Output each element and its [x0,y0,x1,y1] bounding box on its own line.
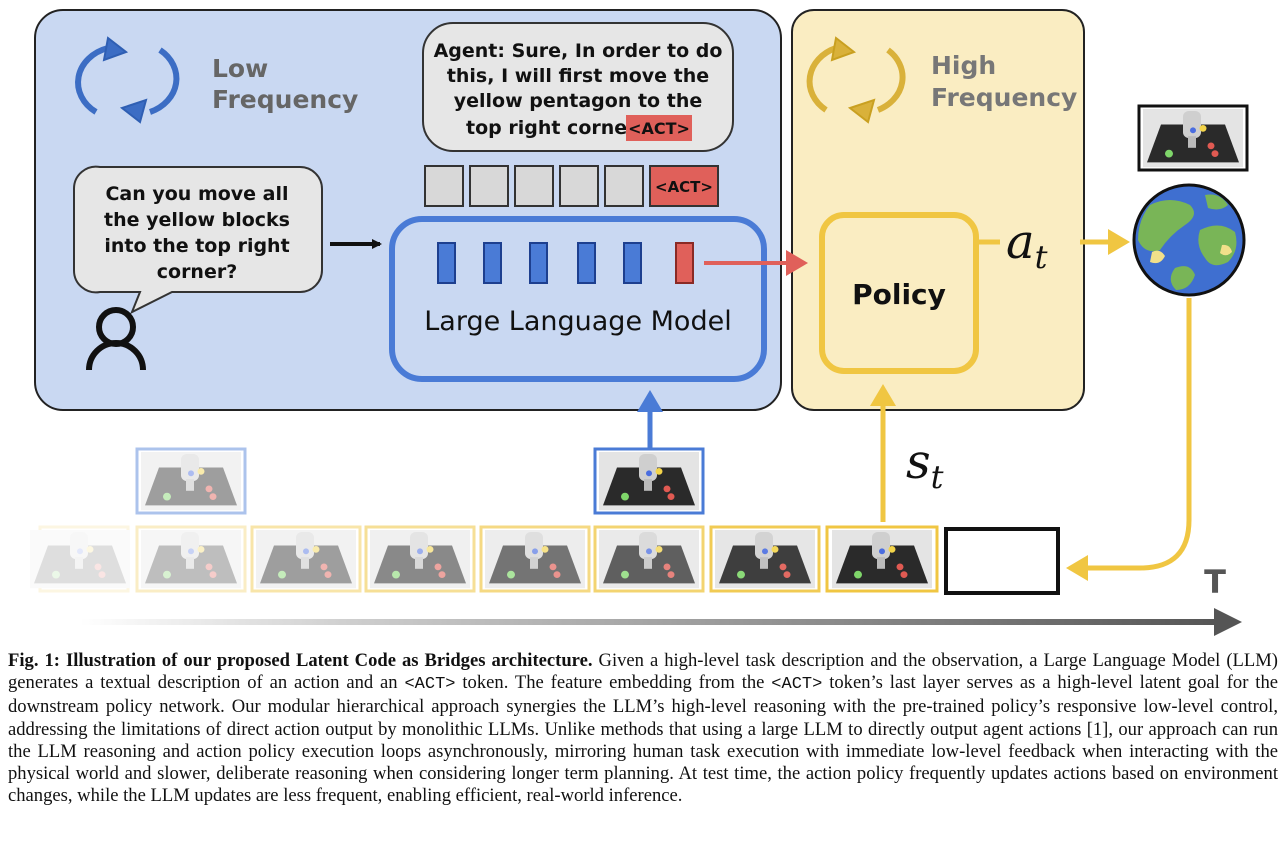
token-box [604,165,644,207]
cycle-blue-icon [75,36,180,124]
timeline-frame-current [825,525,939,593]
figure-caption: Fig. 1: Illustration of our proposed Lat… [8,650,1278,807]
agent-act-token: <ACT> [628,119,690,138]
agent-bubble-line3: yellow pentagon to the [454,90,702,112]
llm-token-bar [529,242,548,284]
user-bubble-line2: the yellow blocks [104,209,290,231]
caption-part1: Given a high-level task description and … [8,650,1278,694]
policy-box [819,212,979,374]
observation-arrow-head [637,390,663,412]
time-axis [80,619,1220,625]
environment-observation-image [1137,104,1249,172]
llm-observation-frame [593,447,705,515]
agent-act-token-highlight [626,115,692,141]
user-bubble-line1: Can you move all [105,183,288,205]
state-symbol: st [906,434,944,496]
time-axis-arrowhead [1214,608,1242,636]
token-box [559,165,599,207]
timeline-frame [30,525,130,593]
timeline-frame-next-empty [944,527,1060,595]
high-frequency-title-line1: High [931,51,996,80]
act-token-box [649,165,719,207]
caption-act-token-1: <ACT> [404,675,456,695]
llm-token-bar [483,242,502,284]
token-box [424,165,464,207]
timeline-frame [364,525,476,593]
timeline-frames [30,525,1060,595]
llm-token-bar [577,242,596,284]
llm-observation-frame-faded [135,447,247,515]
user-bubble-line4: corner? [157,261,238,283]
timeline-frame [593,525,705,593]
action-symbol: at [1006,214,1048,276]
low-frequency-title-line1: Low [212,54,268,83]
llm-token-bar [623,242,642,284]
time-axis-label: T [1204,563,1226,601]
architecture-diagram: Low Frequency High Frequency Agent: Sure… [30,9,1249,636]
llm-act-token-bar [675,242,694,284]
timeline-frame [250,525,362,593]
token-box [514,165,554,207]
feedback-arrow [1085,298,1192,571]
feedback-arrow-head [1066,555,1088,581]
caption-act-token-2: <ACT> [771,675,823,695]
llm-tokens [437,242,694,284]
caption-part3: token’s last layer serves as a high-leve… [8,672,1279,807]
high-frequency-title-line2: Frequency [931,83,1077,112]
token-row-act-label: <ACT> [655,178,713,196]
cycle-yellow-icon [806,36,906,124]
llm-box [389,216,767,382]
timeline-frame [479,525,591,593]
policy-label: Policy [852,278,946,311]
user-bubble-line3: into the top right [104,235,289,257]
llm-token-bar [437,242,456,284]
llm-label: Large Language Model [424,306,731,337]
token-row [424,165,719,207]
user-speech-bubble [72,165,323,315]
caption-lead: Fig. 1: Illustration of our proposed Lat… [8,650,593,671]
latent-arrow-head [786,250,808,276]
low-frequency-title-line2: Frequency [212,85,358,114]
timeline-frame [709,525,821,593]
caption-part2: token. The feature embedding from the [455,672,772,694]
token-box [469,165,509,207]
user-icon [86,307,146,371]
agent-bubble-line1: Agent: Sure, In order to do [434,40,723,62]
timeline-frame [135,525,247,593]
agent-bubble-line4: top right corner [466,117,637,139]
state-arrow-head [870,384,896,406]
agent-bubble-line2: this, I will first move the [447,65,709,87]
action-arrow-head [1108,229,1130,255]
globe-icon [1132,183,1246,297]
